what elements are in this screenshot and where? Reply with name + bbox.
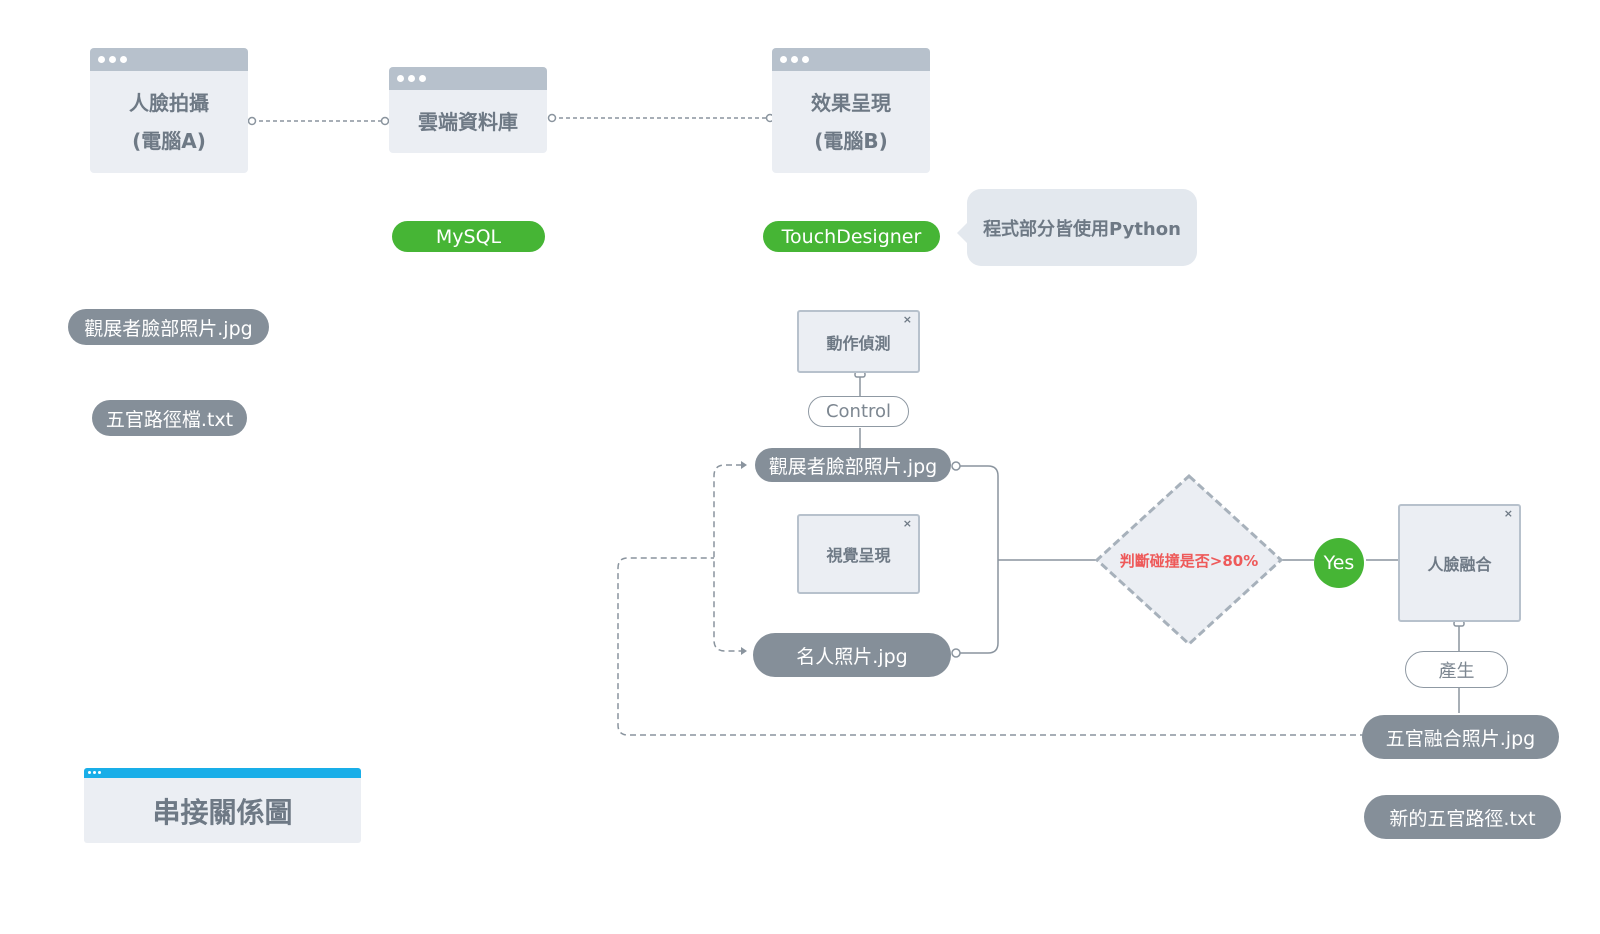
window-titlebar bbox=[772, 48, 930, 71]
legend-titlebar bbox=[84, 768, 361, 778]
note-python: 程式部分皆使用Python bbox=[957, 189, 1197, 266]
port-celebrity-photo-out bbox=[951, 648, 961, 658]
node-label: 動作偵測 bbox=[826, 333, 891, 353]
legend-title: 串接關係圖 bbox=[152, 795, 293, 829]
arrow-head-visitor bbox=[741, 461, 747, 469]
node-visual-display[interactable]: 視覺呈現 × bbox=[797, 514, 920, 594]
window-dots-icon bbox=[88, 771, 101, 774]
port-visitor-photo-out bbox=[951, 461, 961, 471]
file-merged-photo[interactable]: 五官融合照片.jpg bbox=[1362, 715, 1559, 759]
arrow-head-celebrity bbox=[741, 647, 747, 655]
label-produce: 產生 bbox=[1405, 651, 1508, 688]
node-motion-detect[interactable]: 動作偵測 × bbox=[797, 310, 920, 373]
close-icon[interactable]: × bbox=[1503, 507, 1513, 520]
window-effect-display[interactable]: 效果呈現 (電腦B) bbox=[772, 48, 930, 173]
file-new-feature-path[interactable]: 新的五官路徑.txt bbox=[1364, 795, 1561, 839]
window-titlebar bbox=[90, 48, 248, 71]
window-cloud-database[interactable]: 雲端資料庫 bbox=[389, 67, 547, 153]
file-feature-path[interactable]: 五官路徑檔.txt bbox=[92, 400, 247, 436]
window-title: 人臉拍攝 bbox=[129, 91, 209, 115]
decision-label: 判斷碰撞是否>80% bbox=[1119, 551, 1259, 570]
close-icon[interactable]: × bbox=[902, 517, 912, 530]
port-capture-out bbox=[247, 116, 257, 126]
connector-feedback-loop bbox=[617, 557, 1366, 736]
tag-touchdesigner: TouchDesigner bbox=[763, 221, 940, 252]
legend-card: 串接關係圖 bbox=[84, 768, 361, 843]
port-database-in bbox=[380, 116, 390, 126]
node-label: 視覺呈現 bbox=[826, 546, 891, 565]
window-title: 效果呈現 bbox=[811, 91, 891, 115]
yes-badge: Yes bbox=[1314, 538, 1364, 588]
window-titlebar bbox=[389, 67, 547, 90]
window-dots-icon bbox=[98, 56, 127, 63]
window-dots-icon bbox=[780, 56, 809, 63]
node-face-merge[interactable]: 人臉融合 × bbox=[1398, 504, 1521, 622]
tag-mysql: MySQL bbox=[392, 221, 545, 252]
window-title: 雲端資料庫 bbox=[418, 109, 518, 134]
close-icon[interactable]: × bbox=[902, 313, 912, 326]
port-database-out bbox=[547, 113, 557, 123]
connector-feedback-branch bbox=[713, 464, 742, 652]
decision-diamond bbox=[1094, 473, 1284, 647]
file-visitor-photo[interactable]: 觀展者臉部照片.jpg bbox=[68, 309, 269, 345]
file-celebrity-photo[interactable]: 名人照片.jpg bbox=[753, 633, 951, 677]
window-subtitle: (電腦B) bbox=[814, 129, 888, 153]
file-visitor-photo-flow[interactable]: 觀展者臉部照片.jpg bbox=[755, 448, 951, 482]
window-face-capture[interactable]: 人臉拍攝 (電腦A) bbox=[90, 48, 248, 173]
window-dots-icon bbox=[397, 75, 426, 82]
label-control: Control bbox=[808, 396, 909, 427]
window-subtitle: (電腦A) bbox=[132, 129, 206, 153]
node-label: 人臉融合 bbox=[1427, 555, 1492, 574]
connector-photo-bracket bbox=[956, 465, 999, 654]
